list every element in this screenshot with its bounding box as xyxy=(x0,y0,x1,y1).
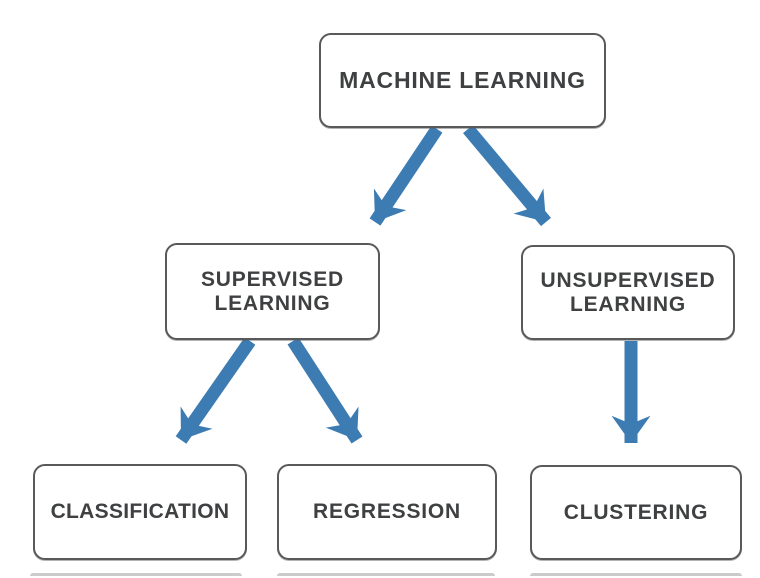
edge-ml-to-unsupervised xyxy=(463,124,551,227)
node-unsupervised-learning-label: UNSUPERVISED LEARNING xyxy=(540,268,716,316)
node-supervised-learning-label: SUPERVISED LEARNING xyxy=(201,267,344,315)
edge-ml-to-supervised xyxy=(369,125,443,226)
cropped-box-top-edge xyxy=(277,573,495,576)
node-supervised-learning: SUPERVISED LEARNING xyxy=(165,243,380,340)
node-regression-label: REGRESSION xyxy=(312,500,462,524)
node-classification: CLASSIFICATION xyxy=(33,464,247,560)
cropped-box-top-edge xyxy=(30,573,242,576)
node-machine-learning-label: MACHINE LEARNING xyxy=(339,66,586,93)
node-machine-learning: MACHINE LEARNING xyxy=(319,33,606,128)
node-classification-label: CLASSIFICATION xyxy=(50,500,230,524)
node-clustering-label: CLUSTERING xyxy=(563,500,709,524)
node-unsupervised-learning: UNSUPERVISED LEARNING xyxy=(521,245,735,340)
node-clustering: CLUSTERING xyxy=(530,465,742,560)
edge-supervised-to-classification xyxy=(175,337,256,444)
edge-supervised-to-regression xyxy=(287,337,363,444)
cropped-box-top-edge xyxy=(530,573,742,576)
node-regression: REGRESSION xyxy=(277,464,497,560)
